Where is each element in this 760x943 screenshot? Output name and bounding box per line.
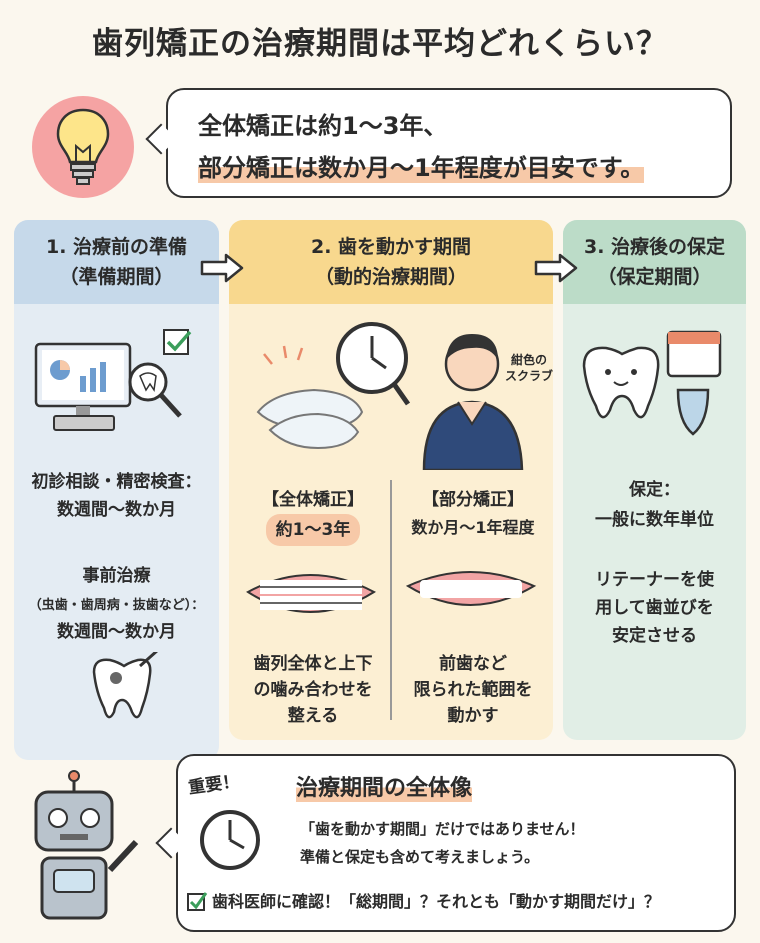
summary-line-2: 部分矯正は数か月〜1年程度が目安です。 (198, 148, 645, 183)
scrub-annotation: 紺色の スクラブ (504, 353, 553, 383)
prep-item2-value: 数週間〜数か月 (57, 622, 176, 642)
overview-line-1: 「歯を動かす期間」だけではありません！ (300, 820, 585, 838)
full-ortho-label: 【全体矯正】 (262, 490, 364, 510)
retention-desc-1: リテーナーを使 (595, 570, 714, 590)
full-ortho-desc-1: 歯列全体と上下 (253, 654, 373, 674)
prep-item1-label: 初診相談・精密検査： (31, 472, 202, 492)
robot-icon (34, 770, 139, 920)
retainer-tooth-calendar-shield-icon (582, 330, 722, 436)
partial-ortho-desc-2: 限られた範囲を (413, 680, 533, 700)
prep-item2-note: （虫歯・歯周病・抜歯など）： (28, 598, 205, 613)
retention-item1-label: 保定： (629, 480, 680, 500)
partial-ortho-desc-3: 動かす (447, 706, 499, 726)
step-active-header (229, 220, 553, 304)
retention-desc-3: 安定させる (612, 626, 697, 646)
step-prep-heading: 1. 治療前の準備 (45, 236, 188, 258)
retention-desc-2: 用して歯並びを (595, 598, 714, 618)
checkbox-checked-icon (187, 892, 208, 911)
arrow-right-icon (200, 253, 244, 283)
full-ortho-value: 約1〜3年 (265, 514, 361, 546)
arrow-right-icon (534, 253, 578, 283)
full-ortho-desc-3: 整える (287, 706, 339, 726)
step-active-heading: 2. 歯を動かす期間 (310, 236, 472, 258)
confirm-text: 歯科医師に確認！「総期間」？それとも「動かす期間だけ」？ (212, 892, 661, 911)
overview-line-2: 準備と保定も含めて考えましょう。 (300, 848, 540, 866)
prep-item2-label: 事前治療 (82, 566, 151, 586)
clock-icon (200, 810, 260, 870)
step-retention-subheading: （保定期間） (597, 266, 712, 288)
full-ortho-desc-2: の噛み合わせを (253, 680, 373, 700)
computer-checklist-icon (34, 329, 192, 431)
partial-ortho-value-wrap: 数か月〜1年程度 (394, 514, 552, 542)
step-prep-subheading: （準備期間） (59, 266, 174, 288)
step-retention-panel (563, 220, 746, 740)
step-active-subheading: （動的治療期間） (314, 266, 467, 288)
step-retention-header (563, 220, 746, 304)
full-ortho-value-wrap: 約1〜3年 (236, 514, 390, 546)
step-retention-heading: 3. 治療後の保定 (583, 236, 726, 258)
step-prep-header (14, 220, 219, 304)
ortho-divider (390, 480, 392, 720)
summary-line-1: 全体矯正は約1〜3年、 (198, 112, 448, 140)
lightbulb-icon (56, 108, 110, 185)
overview-title: 治療期間の全体像 (296, 770, 473, 802)
decayed-tooth-icon (92, 652, 159, 719)
partial-ortho-value: 数か月〜1年程度 (411, 518, 535, 537)
aligner-clock-doctor-illustration (256, 322, 524, 470)
braces-teeth-icon (246, 574, 377, 613)
retention-item1-value: 一般に数年単位 (595, 510, 714, 530)
front-teeth-icon (405, 571, 537, 606)
page-title: 歯列矯正の治療期間は平均どれくらい？ (92, 26, 668, 62)
partial-ortho-desc-1: 前歯など (439, 654, 507, 674)
partial-ortho-label: 【部分矯正】 (422, 490, 524, 510)
prep-item1-value: 数週間〜数か月 (57, 500, 176, 520)
